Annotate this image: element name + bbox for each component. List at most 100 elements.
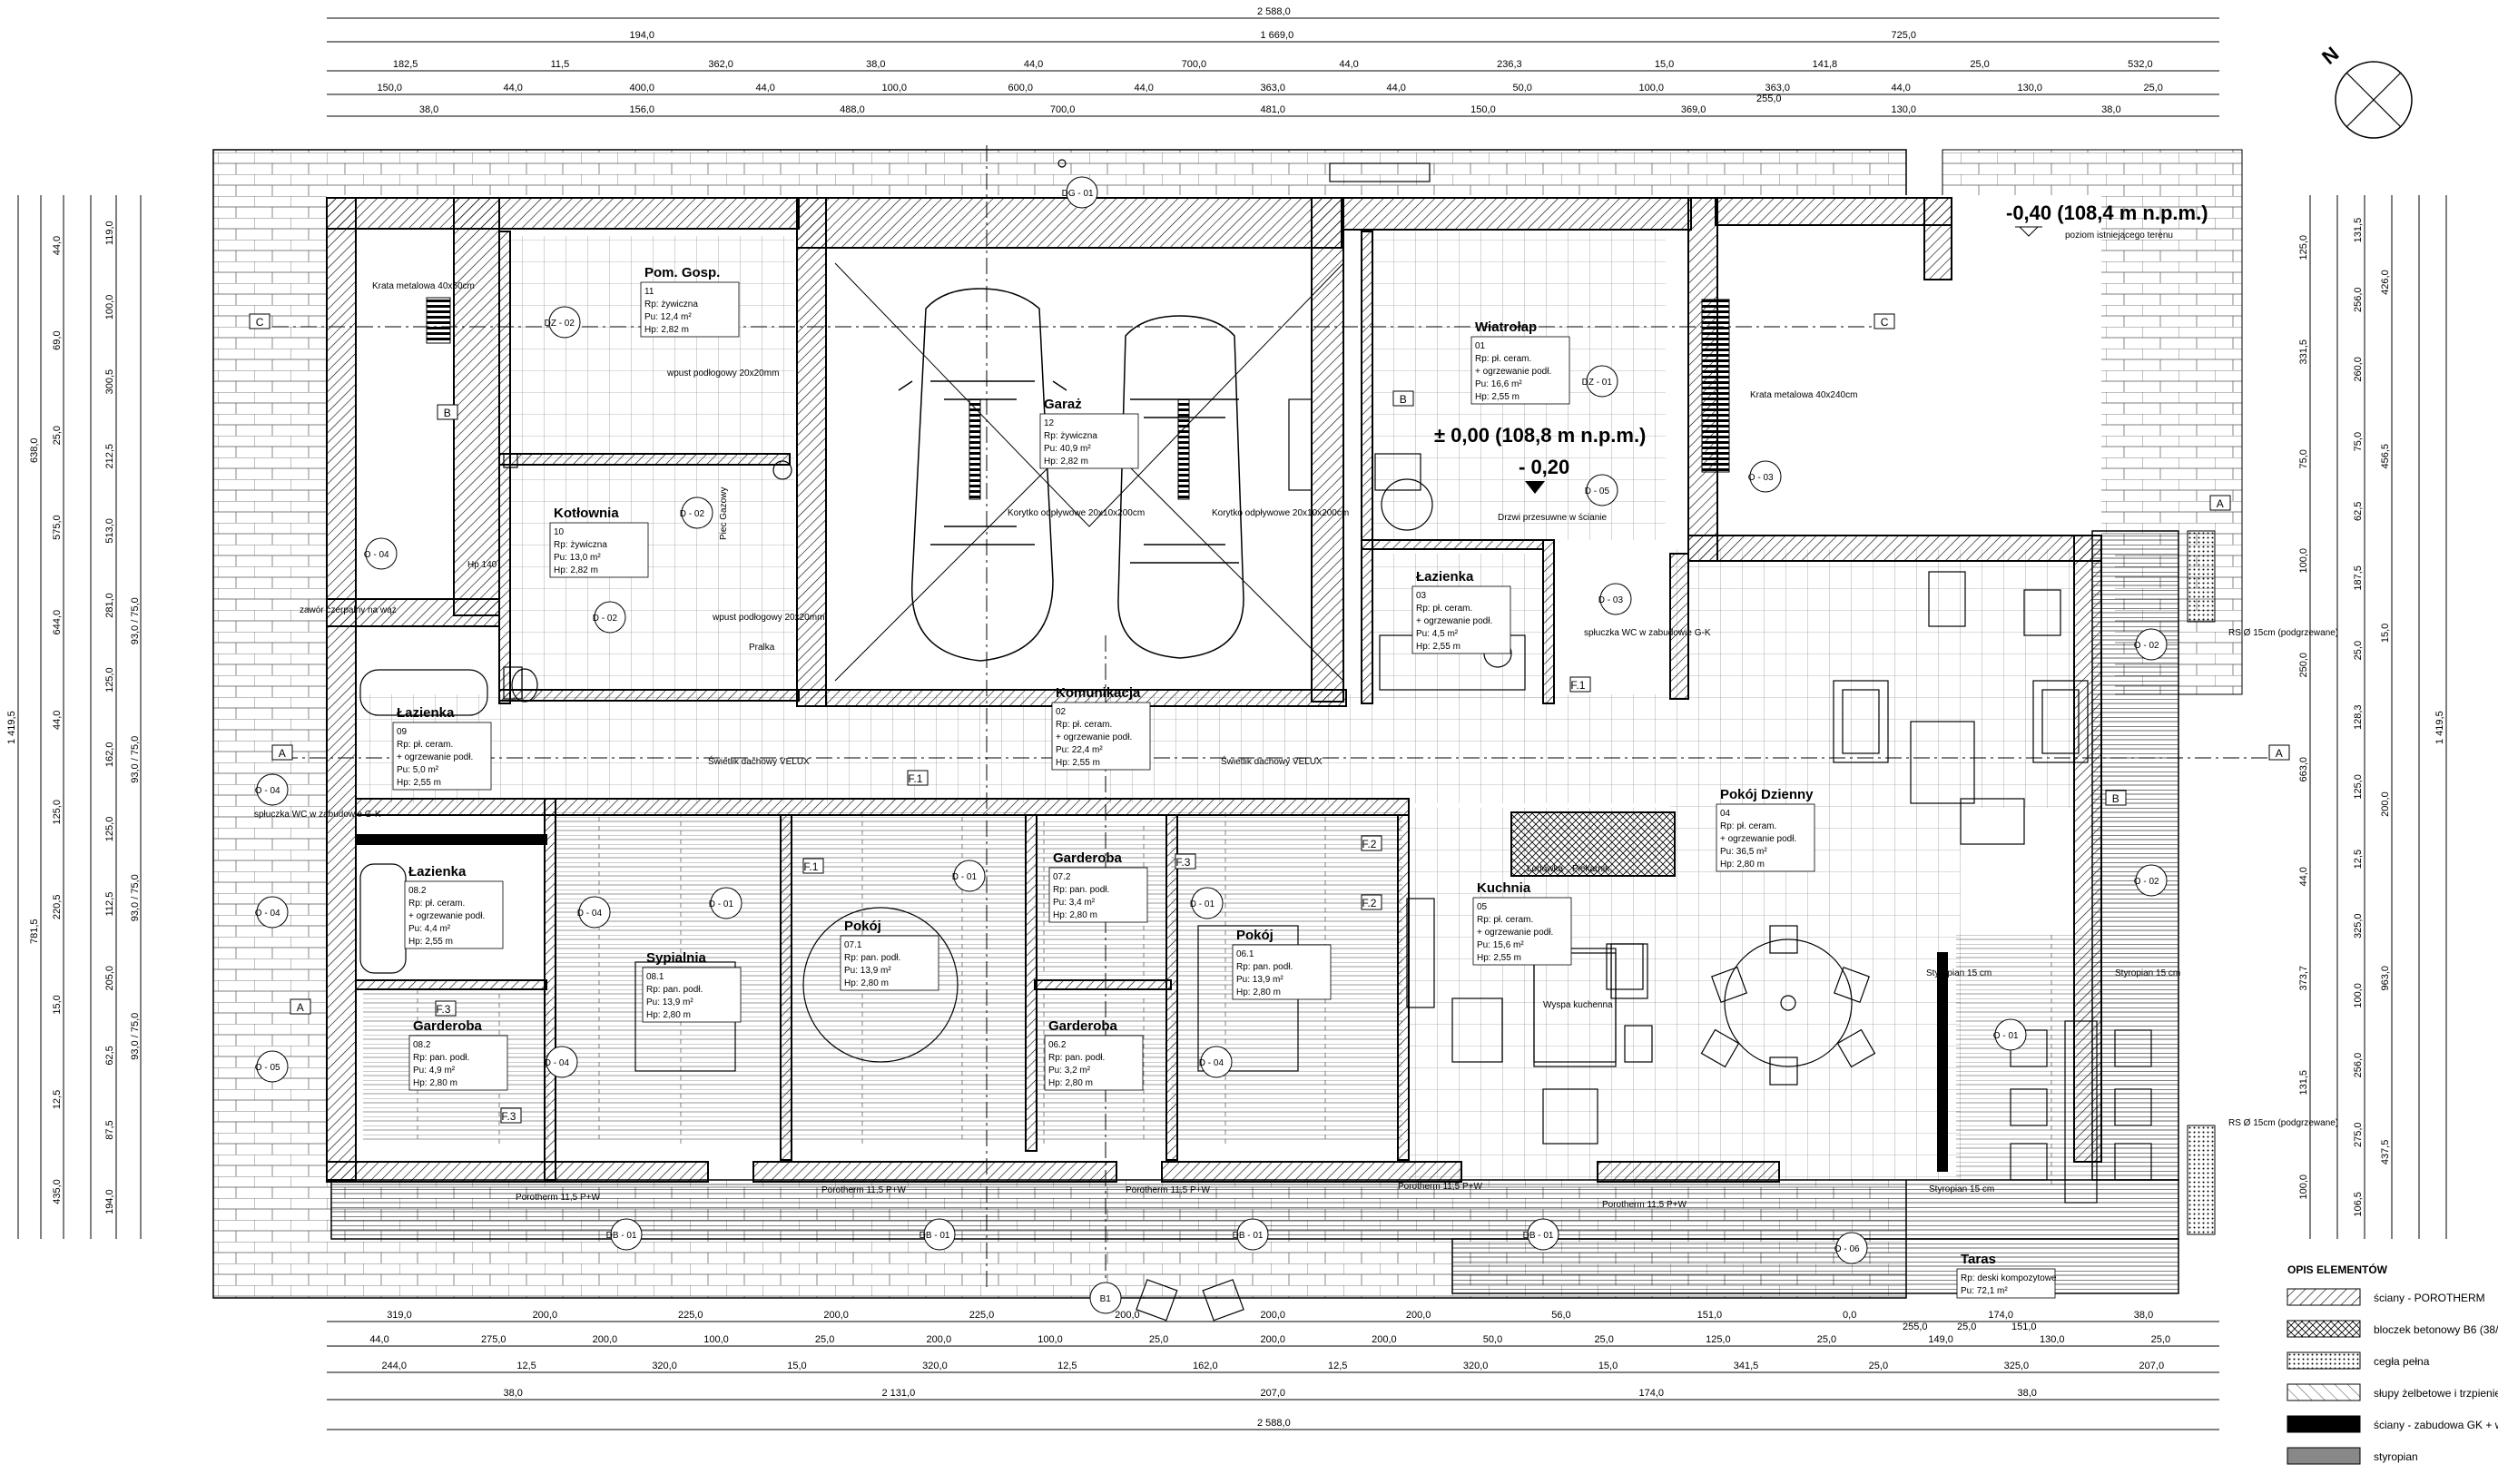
bot-dim-r1-9: 151,0 bbox=[1697, 1310, 1723, 1321]
bot-dim-extra-1: 25,0 bbox=[1957, 1322, 1976, 1332]
marker-label: B bbox=[1400, 393, 1407, 406]
room-name-wiatrolap: Wiatrołap bbox=[1475, 319, 1537, 335]
marker-b-2: B bbox=[2105, 790, 2127, 806]
top-dim-r3-1: 11,5 bbox=[551, 59, 570, 70]
bot-dim-r3-8: 320,0 bbox=[1463, 1361, 1489, 1371]
room-name-pom_gosp: Pom. Gosp. bbox=[644, 265, 720, 280]
svg-text:± 0,00 (108,8 m n.p.m.): ± 0,00 (108,8 m n.p.m.) bbox=[1434, 424, 1646, 447]
top-dim-r5-1: 156,0 bbox=[630, 104, 655, 115]
marker-a-1: A bbox=[2268, 744, 2290, 761]
room-hp-kuchnia: Hp: 2,55 m bbox=[1477, 953, 1521, 963]
room-rp-lazienka09: Rp: pł. ceram. bbox=[397, 740, 453, 750]
room-hp-pokoj061: Hp: 2,80 m bbox=[1236, 988, 1281, 998]
note-porotherm2: Porotherm 11,5 P+W bbox=[821, 1185, 906, 1195]
room-pu-sypialnia: Pu: 13,9 m² bbox=[646, 998, 693, 1007]
right-dim-b-3: 75,0 bbox=[2353, 432, 2364, 451]
bot-dim-r2-2: 200,0 bbox=[593, 1334, 618, 1345]
right-dim-b-11: 100,0 bbox=[2353, 983, 2364, 1008]
room-num-garaz: 12 bbox=[1044, 418, 1055, 428]
left-dim-d-0: 119,0 bbox=[104, 221, 115, 245]
right-dim-b-9: 12,5 bbox=[2353, 850, 2364, 869]
right-dim-c-1: 456,5 bbox=[2380, 444, 2391, 469]
bot-dim-r2-13: 25,0 bbox=[1817, 1334, 1836, 1345]
bot-dim-r2-6: 100,0 bbox=[1038, 1334, 1063, 1345]
legend-label-2: cegła pełna bbox=[2374, 1355, 2430, 1368]
top-dim-total: 2 588,0 bbox=[1257, 6, 1291, 17]
note-krata2: Krata metalowa 40x240cm bbox=[1750, 390, 1857, 400]
note-lodowka: Lodówka bbox=[1527, 864, 1563, 874]
room-rp2-komunikacja: + ogrzewanie podł. bbox=[1056, 732, 1132, 742]
marker-d-04-1: D - 04 bbox=[545, 1046, 578, 1078]
top-dim-r2-0: 194,0 bbox=[630, 30, 655, 41]
marker-d-01-0: D - 01 bbox=[952, 860, 986, 892]
room-rp-komunikacja: Rp: pł. ceram. bbox=[1056, 720, 1112, 730]
marker-label: F.2 bbox=[1362, 838, 1376, 850]
room-pu-pom_gosp: Pu: 12,4 m² bbox=[644, 312, 692, 322]
note-pralka: Pralka bbox=[749, 643, 775, 653]
room-num-lazienka09: 09 bbox=[397, 727, 408, 737]
legend-label-4: ściany - zabudowa GK + wełna mineralna bbox=[2374, 1419, 2498, 1431]
top-dim-r4-6: 44,0 bbox=[1135, 83, 1154, 93]
marker-label: A bbox=[2217, 497, 2224, 510]
legend-label-3: słupy żelbetowe i trzpienie żelbetowe w … bbox=[2374, 1387, 2498, 1400]
room-hp-garaz: Hp: 2,82 m bbox=[1044, 457, 1088, 467]
top-dimension-lines bbox=[327, 17, 2219, 117]
room-hp-garderoba062: Hp: 2,80 m bbox=[1048, 1078, 1093, 1088]
note-wpust1: wpust podłogowy 20x20mm bbox=[666, 369, 779, 378]
marker-f1-2: F.1 bbox=[1569, 676, 1591, 693]
room-num-sypialnia: 08.1 bbox=[646, 972, 664, 982]
bot-dim-r3-3: 15,0 bbox=[787, 1361, 806, 1371]
bot-dim-r3-10: 341,5 bbox=[1734, 1361, 1759, 1371]
bot-dim-r1-8: 56,0 bbox=[1551, 1310, 1570, 1321]
bot-dim-r4-3: 174,0 bbox=[1639, 1388, 1665, 1399]
left-dim-e-1: 93,0 / 75,0 bbox=[130, 736, 141, 783]
room-pu-komunikacja: Pu: 22,4 m² bbox=[1056, 745, 1103, 755]
right-dim-b-5: 187,5 bbox=[2353, 565, 2364, 591]
left-dim-c-5: 44,0 bbox=[52, 711, 63, 730]
top-dim-r4-4: 100,0 bbox=[882, 83, 908, 93]
left-dim-c-7: 220,5 bbox=[52, 895, 63, 920]
marker-o-03-0: O - 03 bbox=[1748, 460, 1782, 493]
marker-dz-01-0: DZ - 01 bbox=[1582, 365, 1618, 398]
marker-label: O - 03 bbox=[1748, 473, 1774, 483]
room-num-pokoj071: 07.1 bbox=[844, 940, 862, 950]
legend-swatch-4 bbox=[2287, 1415, 2361, 1433]
marker-c-1: C bbox=[1874, 313, 1895, 329]
room-rp-pokoj071: Rp: pan. podł. bbox=[844, 953, 900, 963]
room-box-garderoba062 bbox=[1044, 1035, 1144, 1091]
marker-label: F.3 bbox=[436, 1003, 450, 1016]
bot-dim-r1-0: 319,0 bbox=[387, 1310, 412, 1321]
bot-dim-extra-0: 255,0 bbox=[1903, 1322, 1928, 1332]
right-dimension-lines bbox=[2309, 195, 2447, 1239]
right-dim-b-12: 256,0 bbox=[2353, 1053, 2364, 1078]
right-dim-a-9: 100,0 bbox=[2298, 1174, 2309, 1200]
marker-label: DZ - 01 bbox=[1582, 378, 1613, 388]
left-dim-c-2: 25,0 bbox=[52, 426, 63, 445]
right-dim-c-2: 15,0 bbox=[2380, 624, 2391, 643]
bot-dim-r2-9: 200,0 bbox=[1372, 1334, 1397, 1345]
marker-b-0: B bbox=[437, 404, 458, 420]
right-dim-c-4: 963,0 bbox=[2380, 966, 2391, 991]
marker-label: F.1 bbox=[803, 860, 818, 873]
top-dim-r3-0: 182,5 bbox=[393, 59, 418, 70]
room-rp2-wiatrolap: + ogrzewanie podł. bbox=[1475, 367, 1551, 377]
room-hp-garderoba072: Hp: 2,80 m bbox=[1053, 910, 1097, 920]
note-rs1: RS Ø 15cm (podgrzewane) bbox=[2228, 628, 2338, 638]
marker-f3-2: F.3 bbox=[1175, 853, 1196, 870]
right-dim-b-6: 25,0 bbox=[2353, 641, 2364, 660]
svg-text:- 0,20: - 0,20 bbox=[1519, 456, 1569, 478]
marker-label: F.3 bbox=[1175, 856, 1190, 869]
room-rp2-pokoj_dzienny: + ogrzewanie podł. bbox=[1720, 834, 1796, 844]
room-box-taras bbox=[1956, 1268, 2056, 1299]
legend-swatch-1 bbox=[2287, 1320, 2361, 1338]
top-dim-r5-5: 150,0 bbox=[1470, 104, 1496, 115]
marker-label: D - 01 bbox=[952, 872, 978, 882]
top-dim-r5-3: 700,0 bbox=[1050, 104, 1076, 115]
top-dim-r3-7: 236,3 bbox=[1497, 59, 1522, 70]
note-spluczka2: spłuczka WC w zabudowie G-K bbox=[1584, 628, 1711, 638]
room-name-garaz: Garaż bbox=[1044, 397, 1082, 412]
